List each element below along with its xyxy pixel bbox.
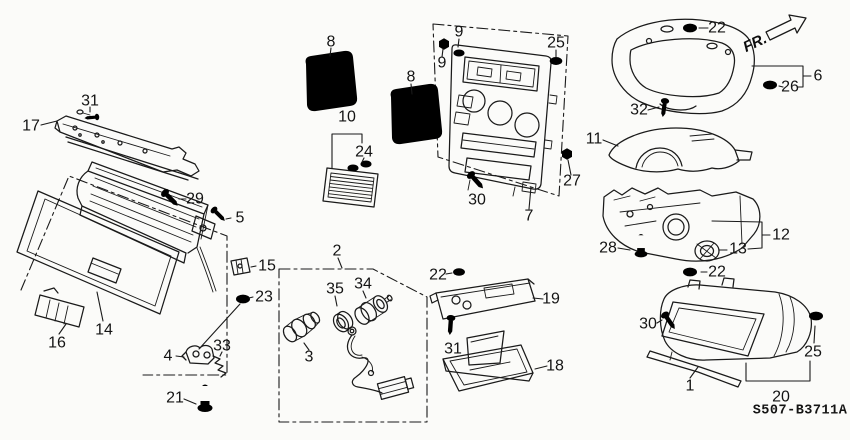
- fastener-22-clip-mid: [683, 267, 697, 277]
- part-callout-12: 12: [772, 227, 790, 244]
- fastener-28-bolt: [634, 234, 648, 258]
- fastener-9-clip: [453, 49, 465, 57]
- part-callout-17: 17: [22, 118, 40, 135]
- part-callout-11: 11: [586, 131, 603, 148]
- part-33-spring: [213, 356, 226, 377]
- part-18-ashtray: [443, 331, 533, 391]
- fastener-15-latch-clip: [231, 258, 250, 275]
- part-callout-22: 22: [708, 264, 726, 281]
- part-13-grommet: [695, 241, 719, 261]
- part-callout-4: 4: [164, 348, 173, 365]
- part-callout-8: 8: [407, 69, 416, 86]
- part-callout-16: 16: [48, 335, 66, 352]
- part-1-pad-strip: [647, 351, 741, 387]
- part-12-column-cover-lower: [603, 188, 760, 261]
- part-callout-31: 31: [444, 341, 462, 358]
- part-callout-21: 21: [166, 390, 184, 407]
- part-callout-23: 23: [255, 289, 273, 306]
- fastener-25-clip-panel: [549, 57, 563, 65]
- fastener-27-nut: [562, 148, 572, 160]
- part-callout-30: 30: [468, 192, 486, 209]
- part-callout-30: 30: [639, 316, 657, 333]
- part-callout-10: 10: [338, 109, 356, 126]
- part-callout-26: 26: [781, 79, 799, 96]
- part-7-center-panel: [449, 45, 557, 196]
- fastener-24-clips: [347, 160, 372, 172]
- part-callout-25: 25: [804, 344, 822, 361]
- part-4-hinge-stop: [182, 345, 214, 364]
- part-14-glovebox: [17, 162, 216, 314]
- part-callout-14: 14: [95, 322, 113, 339]
- fastener-22-clip-hood: [683, 23, 697, 33]
- part-callout-18: 18: [546, 358, 564, 375]
- part-callout-15: 15: [258, 258, 276, 275]
- part-callout-5: 5: [236, 210, 245, 227]
- part-callout-27: 27: [563, 173, 581, 190]
- part-callout-9: 9: [455, 24, 464, 41]
- fastener-25-clip-cover: [809, 311, 823, 321]
- part-19-ashtray-panel: [430, 279, 535, 319]
- part-callout-24: 24: [355, 144, 373, 161]
- part-callout-6: 6: [814, 68, 823, 85]
- part-callout-19: 19: [542, 291, 560, 308]
- part-callout-33: 33: [213, 338, 231, 355]
- part-8-side-vent-right: [386, 83, 443, 145]
- part-6-meter-visor: [612, 19, 754, 113]
- part-callout-2: 2: [333, 243, 342, 260]
- lighter-kit-group-boundary: [279, 269, 427, 422]
- part-lighter-harness: [347, 327, 414, 399]
- part-callout-13: 13: [729, 241, 747, 258]
- part-8-side-vent-left: [301, 50, 358, 112]
- part-3-lighter-knob: [280, 308, 323, 345]
- part-20-lower-cover: [660, 278, 811, 360]
- part-callout-29: 29: [186, 191, 204, 208]
- fastener-5-screw: [209, 205, 228, 224]
- fr-direction-arrow: [766, 15, 806, 40]
- part-callout-1: 1: [686, 378, 695, 395]
- part-callout-28: 28: [599, 240, 617, 257]
- fastener-31-screw-ashtray: [445, 314, 456, 336]
- part-callout-3: 3: [305, 349, 314, 366]
- part-callout-25: 25: [547, 35, 565, 52]
- part-callout-22: 22: [708, 20, 726, 37]
- part-callout-31: 31: [81, 93, 99, 110]
- part-callout-20: 20: [772, 389, 790, 406]
- fastener-26-clip: [763, 80, 777, 90]
- part-callout-22: 22: [429, 267, 447, 284]
- part-10-speaker-grille: [323, 168, 378, 207]
- part-callout-34: 34: [354, 276, 372, 293]
- part-callout-7: 7: [525, 208, 534, 225]
- glovebox-group-boundary: [21, 176, 227, 375]
- fastener-21-bolt: [197, 384, 213, 412]
- part-11-column-cover-upper: [609, 128, 752, 172]
- part-35-lighter-ring: [330, 309, 355, 335]
- part-callout-32: 32: [630, 102, 648, 119]
- part-17-glovebox-frame: [55, 116, 199, 180]
- part-16-pocket: [35, 288, 84, 327]
- fastener-9-nut: [439, 38, 449, 50]
- fastener-22-clip-ashtray: [453, 268, 465, 276]
- part-callout-8: 8: [327, 34, 336, 51]
- fastener-23-clip: [236, 294, 250, 304]
- part-34-lighter-socket: [352, 289, 397, 328]
- leader-lines: [41, 28, 815, 404]
- part-callout-9: 9: [438, 55, 447, 72]
- part-callout-35: 35: [326, 281, 344, 298]
- diagram-code: S507-B3711A: [753, 404, 848, 419]
- fastener-31-clip-top: [77, 110, 100, 122]
